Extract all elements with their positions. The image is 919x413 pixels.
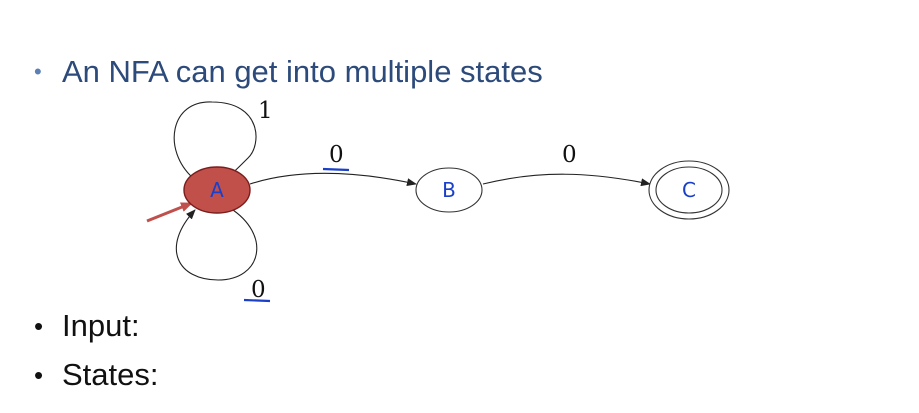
state-b: B <box>415 167 483 213</box>
annotation-underline-a-a-0 <box>243 298 271 303</box>
edge-label-a-b: 0 <box>329 142 344 168</box>
state-c: C <box>648 160 730 220</box>
input-bullet-icon: • <box>34 310 44 341</box>
title-text: An NFA can get into multiple states <box>62 54 543 89</box>
start-arrow <box>146 201 193 223</box>
state-c-inner-circle <box>655 166 723 214</box>
state-a: A <box>183 166 251 214</box>
edge-label-a-a-1: 1 <box>258 98 273 124</box>
state-a-circle <box>183 166 251 214</box>
slide-title: • An NFA can get into multiple states <box>34 56 543 87</box>
states-label: States: <box>62 357 159 392</box>
state-b-circle <box>415 167 483 213</box>
states-bullet-icon: • <box>34 359 44 390</box>
state-b-label: B <box>442 178 456 202</box>
edge-a-a-0 <box>175 207 258 281</box>
state-a-label: A <box>210 178 224 202</box>
edge-label-a-a-0: 0 <box>251 277 266 303</box>
edge-a-a-1 <box>173 101 257 179</box>
states-bullet: • States: <box>34 359 159 390</box>
title-bullet-icon: • <box>34 58 42 84</box>
annotation-underline-a-b <box>322 167 350 172</box>
state-c-label: C <box>682 178 696 202</box>
edge-label-b-c: 0 <box>562 142 577 168</box>
edge-a-b <box>249 172 417 187</box>
input-label: Input: <box>62 308 140 343</box>
input-bullet: • Input: <box>34 310 140 341</box>
edge-b-c <box>482 173 651 187</box>
